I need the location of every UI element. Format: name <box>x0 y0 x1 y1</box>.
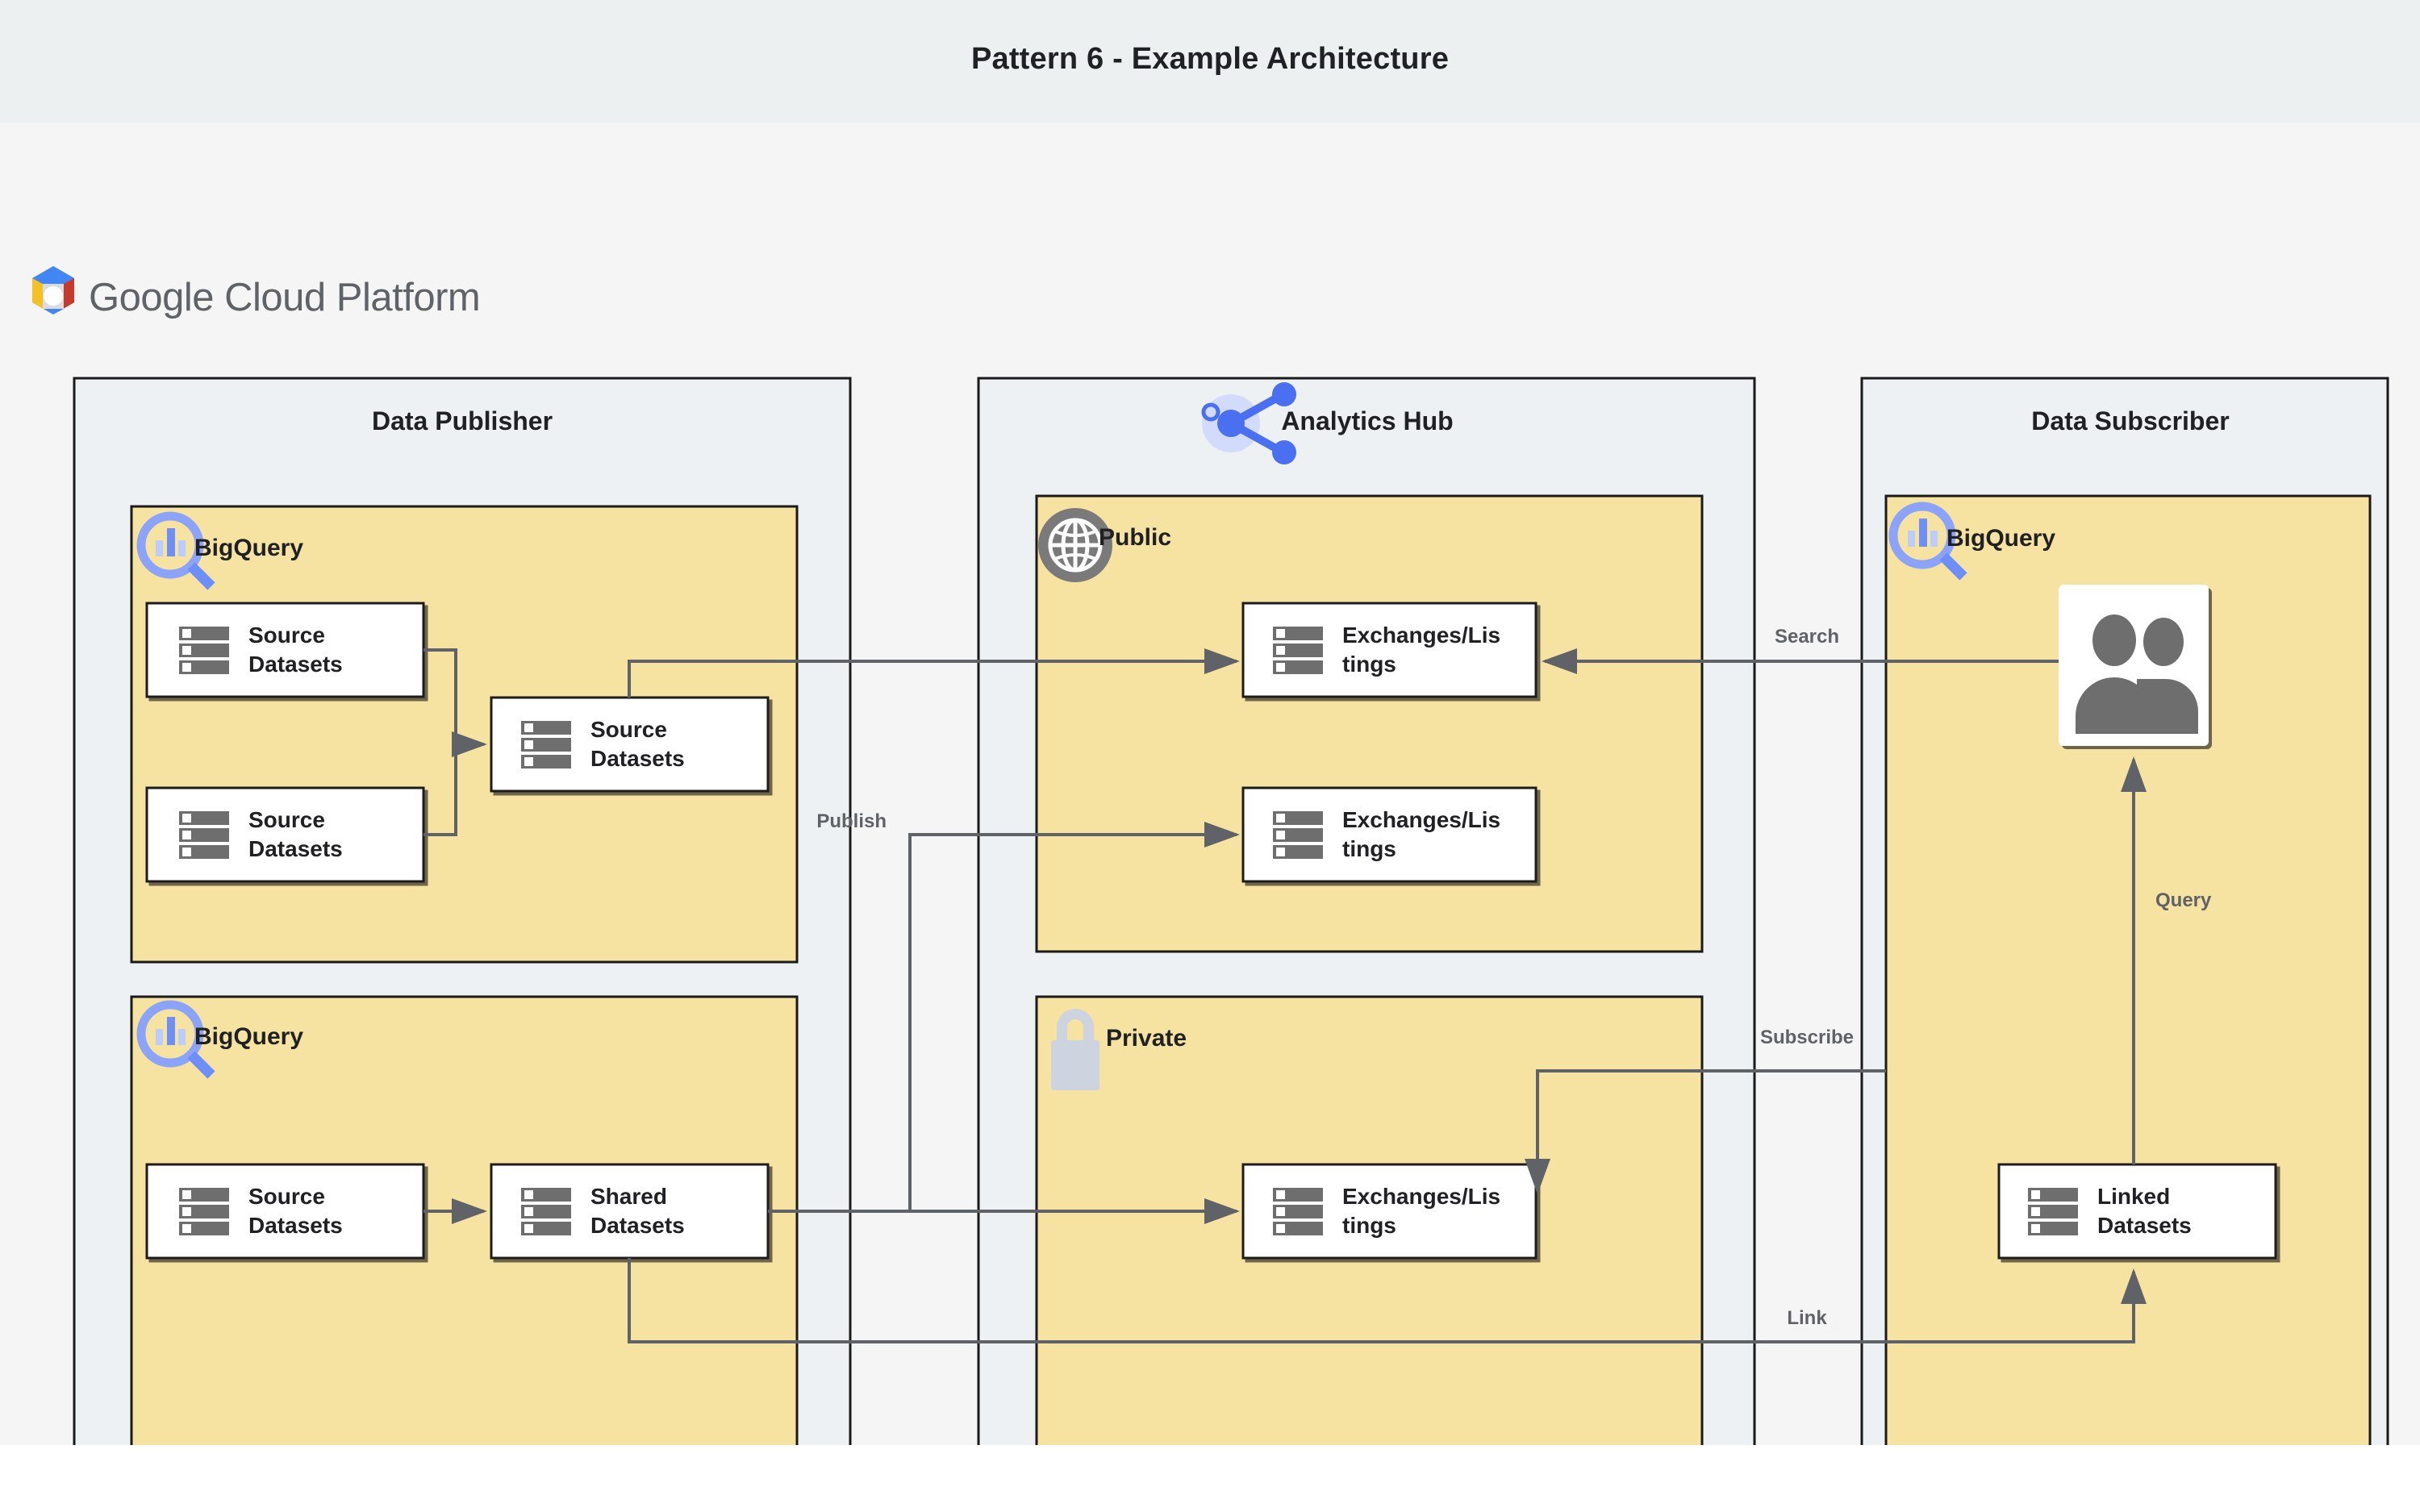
node-label-linked-datasets-line1: Linked <box>2097 1184 2170 1209</box>
edge-label-link: Link <box>1787 1307 1827 1329</box>
dataset-icon <box>179 627 229 674</box>
node-label-source-datasets-4-line1: Source <box>248 1184 325 1209</box>
node-label-source-datasets-1-line2: Datasets <box>248 652 343 677</box>
edge-label-search: Search <box>1775 626 1839 648</box>
node-label-exchanges-listings-3-line1: Exchanges/Lis <box>1342 1184 1500 1209</box>
edge-label-subscribe: Subscribe <box>1760 1027 1854 1048</box>
bigquery-icon <box>136 511 215 590</box>
dataset-icon <box>1273 811 1323 859</box>
globe-icon <box>1038 508 1112 582</box>
group-label-bigquery-subscriber: BigQuery <box>1946 525 2055 552</box>
dataset-icon <box>2028 1188 2078 1235</box>
group-label-bigquery-publisher-bottom: BigQuery <box>194 1023 303 1050</box>
node-label-linked-datasets-line2: Datasets <box>2097 1213 2192 1238</box>
connector-merge-sources <box>424 648 487 836</box>
node-label-source-datasets-2-line1: Source <box>248 807 325 832</box>
bigquery-icon <box>1888 502 1967 581</box>
page-title: Pattern 6 - Example Architecture <box>970 42 1450 76</box>
bigquery-icon <box>136 1000 215 1079</box>
dataset-icon <box>179 1188 229 1235</box>
dataset-icon <box>521 721 571 768</box>
node-label-source-datasets-3-line2: Datasets <box>590 746 685 771</box>
group-hub-public[interactable]: Public <box>1035 494 1704 953</box>
group-label-public: Public <box>1099 524 1171 551</box>
gcp-logo <box>32 266 74 314</box>
node-label-source-datasets-3-line1: Source <box>590 717 667 742</box>
node-label-source-datasets-1-line1: Source <box>248 623 325 648</box>
architecture-diagram: Google Cloud Platform Data Publisher Big… <box>32 266 2389 1445</box>
group-label-private: Private <box>1106 1025 1187 1052</box>
title-bar: Pattern 6 - Example Architecture <box>0 0 2420 123</box>
node-label-exchanges-listings-2-line1: Exchanges/Lis <box>1342 807 1500 832</box>
lock-icon <box>1051 1009 1099 1090</box>
node-label-source-datasets-4-line2: Datasets <box>248 1213 343 1238</box>
zone-title-data-publisher: Data Publisher <box>372 406 553 435</box>
group-label-bigquery-publisher-top: BigQuery <box>194 535 303 561</box>
dataset-icon <box>1273 1188 1323 1235</box>
dataset-icon <box>521 1188 571 1235</box>
node-label-exchanges-listings-2-line2: tings <box>1342 836 1396 861</box>
node-label-exchanges-listings-3-line2: tings <box>1342 1213 1396 1238</box>
diagram-canvas: Google Cloud Platform Data Publisher Big… <box>0 123 2420 1445</box>
edge-link <box>628 1258 2147 1343</box>
users-icon <box>2076 614 2198 734</box>
edge-subscribe <box>1525 1069 1886 1194</box>
zone-title-analytics-hub: Analytics Hub <box>1281 406 1453 435</box>
edge-publish-top <box>628 648 1240 698</box>
node-label-shared-datasets-line2: Datasets <box>590 1213 685 1238</box>
node-label-exchanges-listings-1-line2: tings <box>1342 652 1396 677</box>
edge-publish-middle <box>908 822 1240 1211</box>
share-network-icon <box>1201 382 1296 464</box>
dataset-icon <box>179 811 229 859</box>
edge-label-publish: Publish <box>816 810 887 832</box>
edge-label-query: Query <box>2155 889 2212 911</box>
dataset-icon <box>1273 627 1323 674</box>
node-label-source-datasets-2-line2: Datasets <box>248 836 343 861</box>
gcp-wordmark-google: Google Cloud Platform <box>89 276 480 319</box>
node-label-shared-datasets-line1: Shared <box>590 1184 667 1209</box>
node-label-exchanges-listings-1-line1: Exchanges/Lis <box>1342 623 1500 648</box>
zone-title-data-subscriber: Data Subscriber <box>2031 406 2229 435</box>
